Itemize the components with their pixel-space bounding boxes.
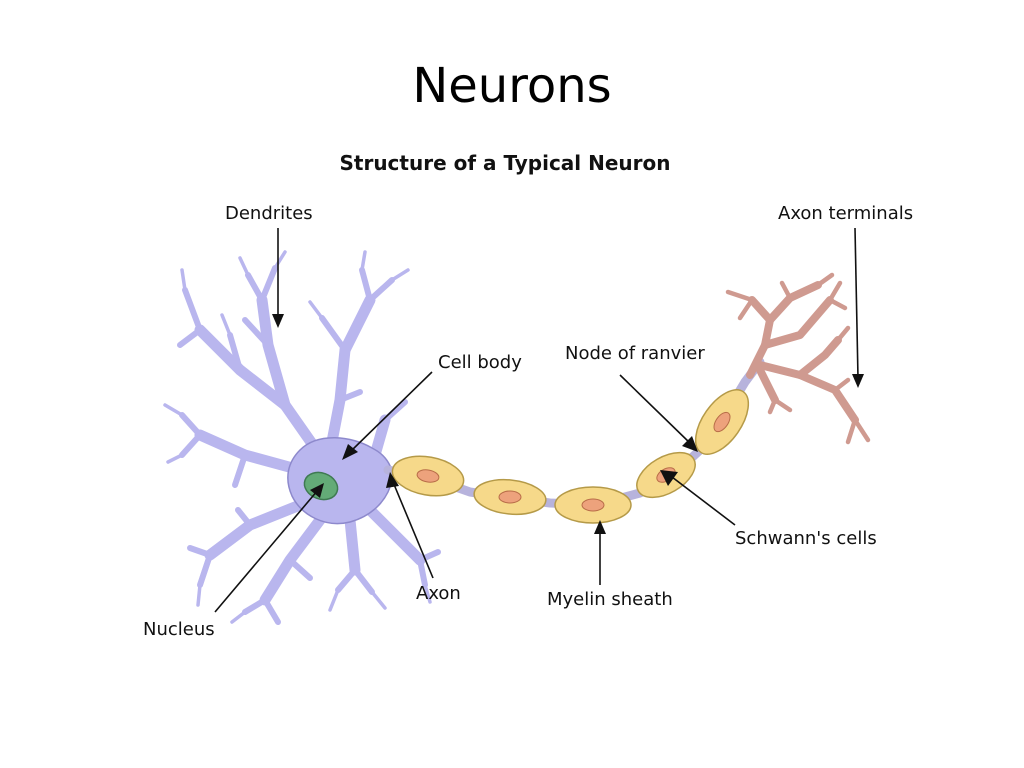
diagram-title: Structure of a Typical Neuron (339, 151, 671, 175)
cell-body (287, 437, 394, 525)
label-nucleus: Nucleus (143, 619, 215, 640)
axon-terminals (725, 272, 871, 445)
pointer-lines (214, 227, 864, 613)
schwanns-cells-pointer (671, 476, 736, 526)
schwann-cell (473, 478, 547, 516)
schwann-cell (391, 455, 465, 497)
label-dendrites: Dendrites (225, 203, 313, 224)
dendrites (163, 250, 441, 625)
axon-terminals-pointer (854, 227, 859, 379)
cell-body-pointer (349, 371, 433, 453)
label-node-of-ranvier: Node of ranvier (565, 343, 705, 364)
schwann-cell (694, 389, 750, 455)
schwann-cell (554, 486, 632, 524)
label-schwanns-cells: Schwann's cells (735, 528, 877, 549)
node-of-ranvier-pointer (619, 374, 693, 446)
label-cell-body: Cell body (438, 352, 522, 373)
nucleus-pointer (214, 489, 319, 613)
myelin-sheath (391, 389, 750, 524)
slide-title: Neurons (412, 58, 612, 114)
label-axon: Axon (416, 583, 461, 604)
label-axon-terminals: Axon terminals (778, 203, 914, 224)
axon-pointer (392, 481, 434, 579)
label-myelin-sheath: Myelin sheath (547, 589, 673, 610)
